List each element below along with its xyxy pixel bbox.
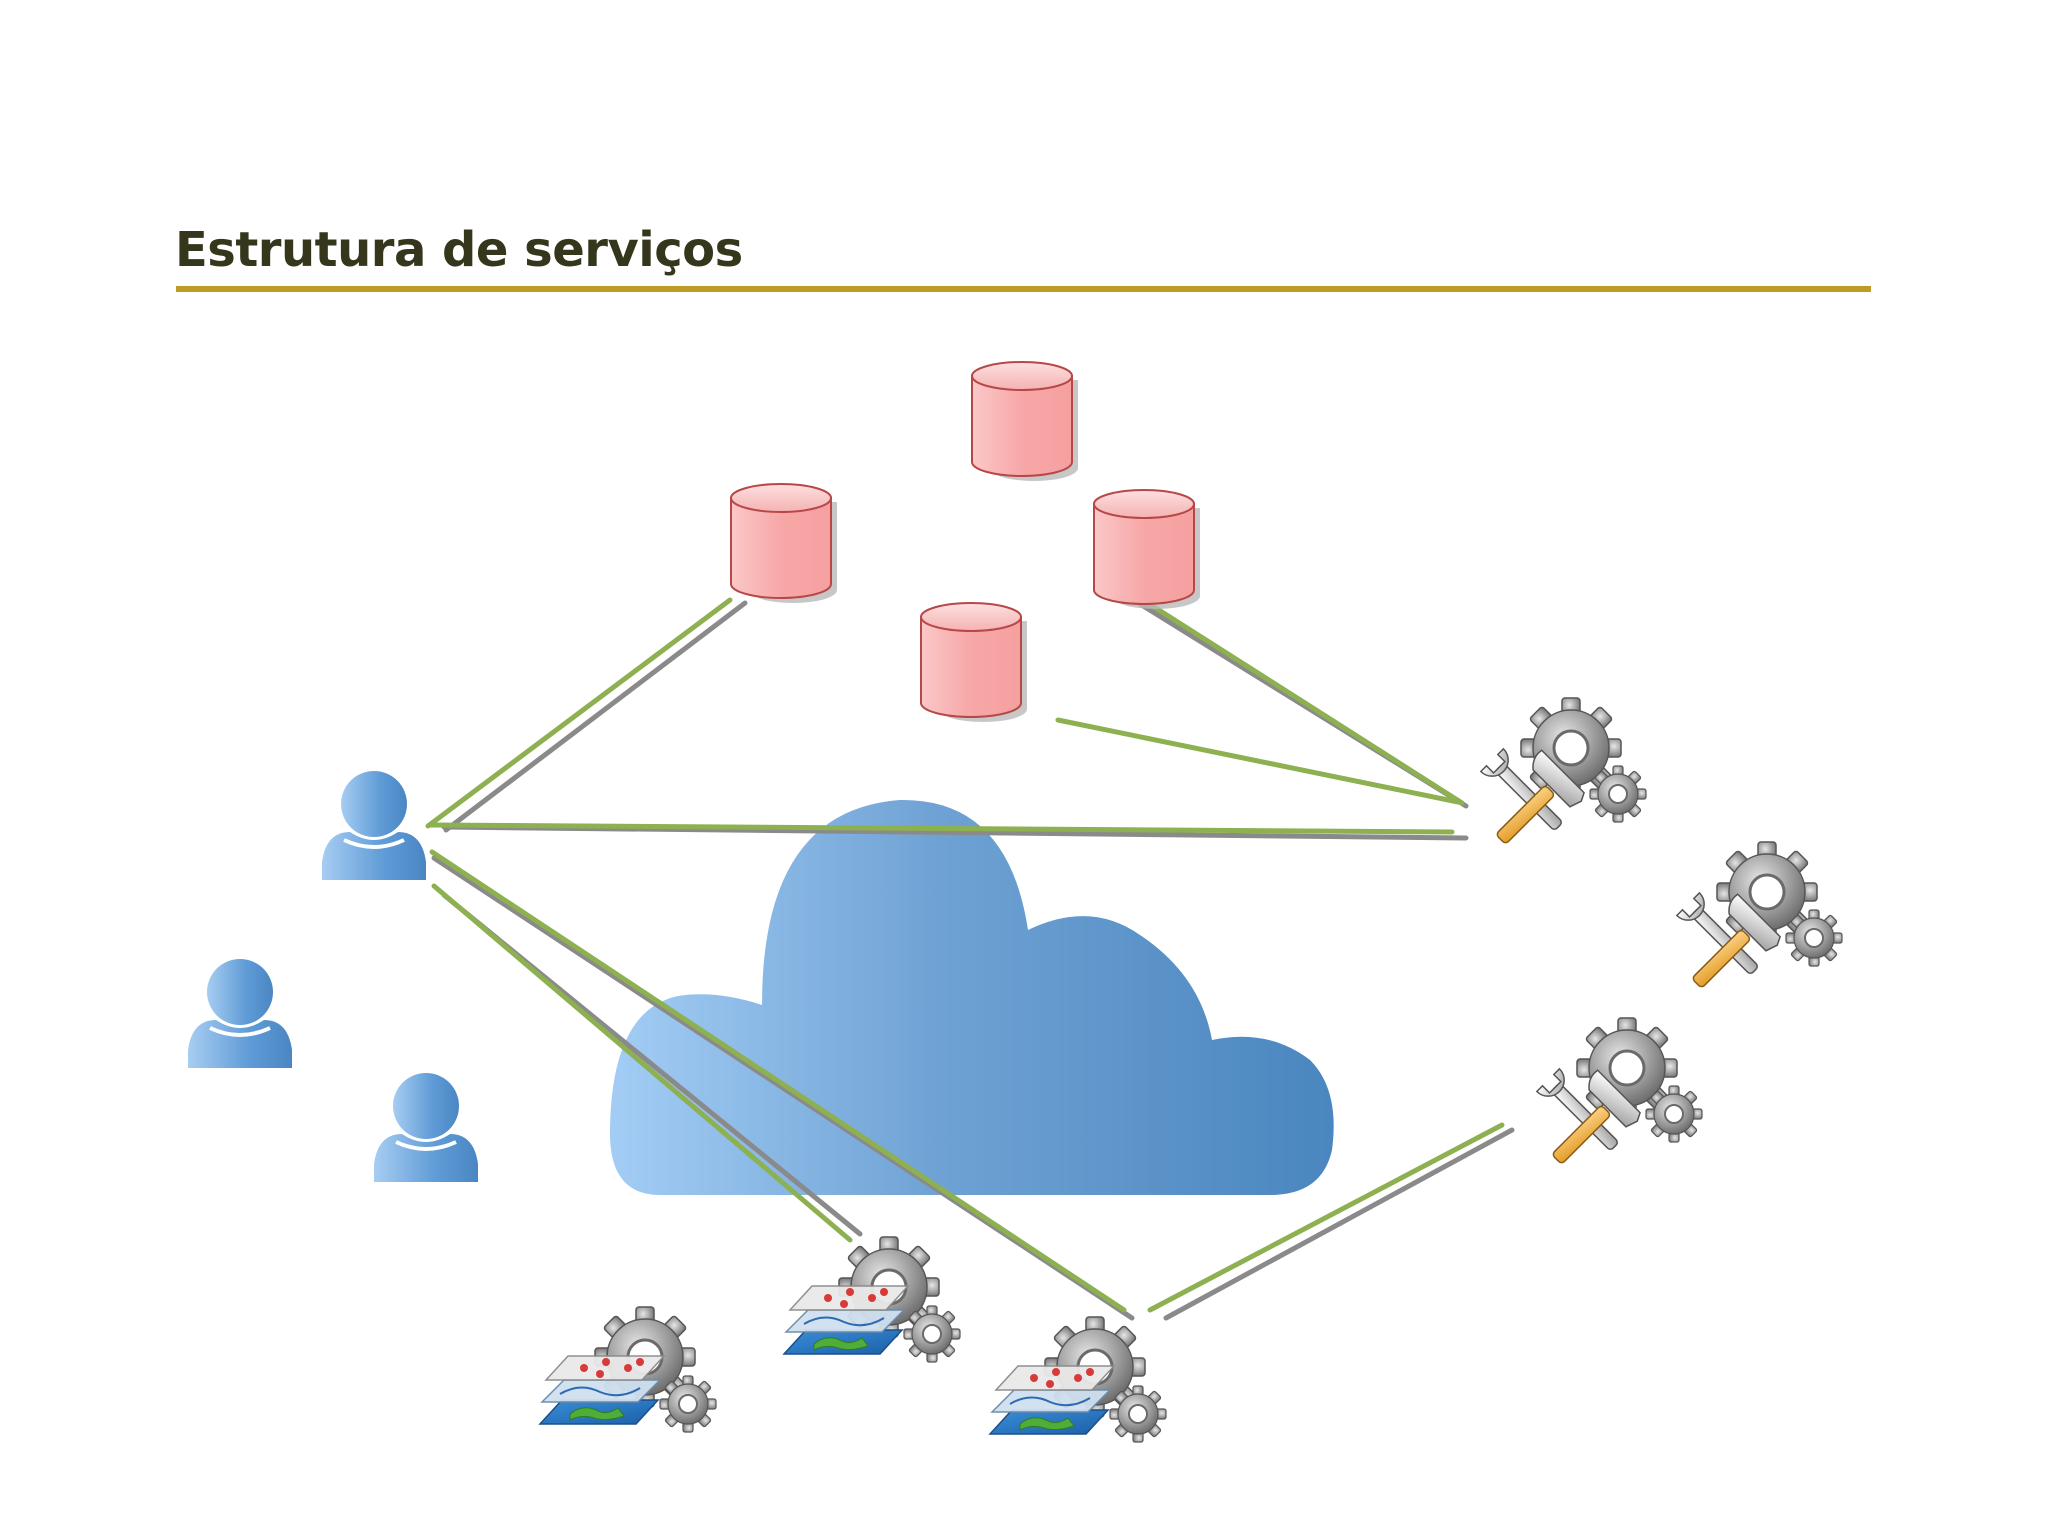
database-icon bbox=[730, 483, 838, 604]
cloud-icon bbox=[609, 799, 1334, 1195]
map-service-icon bbox=[784, 1237, 960, 1362]
user-icon bbox=[186, 957, 294, 1070]
map-service-icon bbox=[540, 1307, 716, 1432]
title-underline bbox=[176, 286, 1871, 292]
user-icon bbox=[320, 769, 428, 882]
tools-gears-icon bbox=[1532, 1018, 1702, 1181]
user-icon bbox=[372, 1071, 480, 1184]
database-icon bbox=[971, 361, 1079, 482]
database-icon bbox=[1093, 489, 1201, 610]
connection-lines bbox=[425, 595, 1515, 1321]
slide-title: Estrutura de serviços bbox=[175, 222, 743, 278]
tools-gears-icon bbox=[1476, 698, 1646, 861]
database-icon bbox=[920, 602, 1028, 723]
tools-gears-icon bbox=[1672, 842, 1842, 1005]
map-service-icon bbox=[990, 1317, 1166, 1442]
